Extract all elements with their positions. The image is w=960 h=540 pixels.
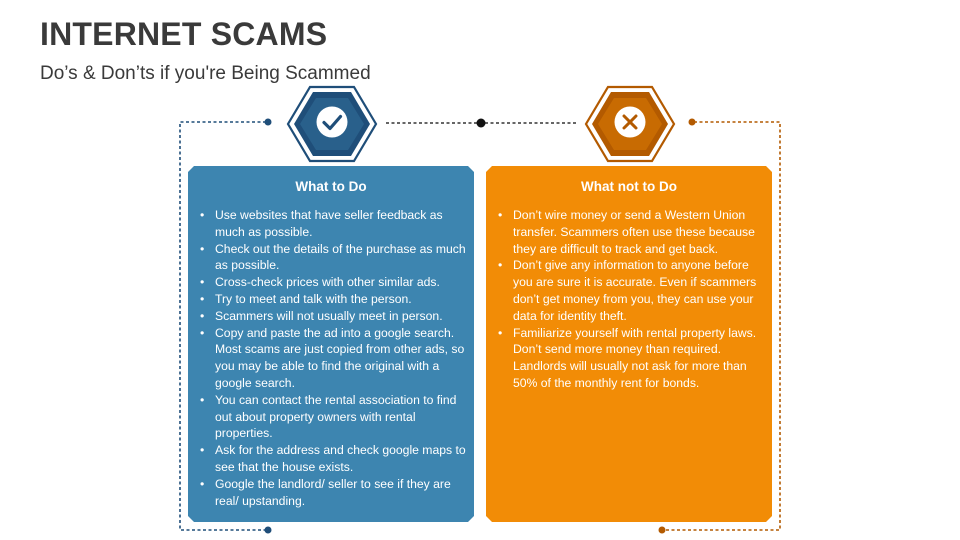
right-bottom-dot bbox=[658, 526, 666, 534]
what-to-do-card: What to Do •Use websites that have selle… bbox=[188, 166, 474, 522]
list-item: •Don’t wire money or send a Western Unio… bbox=[498, 208, 755, 256]
what-not-to-do-heading: What not to Do bbox=[581, 179, 677, 194]
what-not-to-do-list: •Don’t wire money or send a Western Unio… bbox=[486, 207, 772, 392]
list-item: •Cross-check prices with other similar a… bbox=[200, 275, 440, 290]
right-top-dot bbox=[688, 118, 696, 126]
list-item: •Use websites that have seller feedback … bbox=[200, 208, 443, 239]
what-to-do-heading: What to Do bbox=[295, 179, 367, 194]
x-hexagon bbox=[584, 85, 676, 163]
left-top-dot bbox=[264, 118, 272, 126]
list-item: •Copy and paste the ad into a google sea… bbox=[200, 325, 465, 390]
x-icon bbox=[614, 106, 646, 138]
center-dot bbox=[476, 118, 486, 128]
page-title: INTERNET SCAMS bbox=[40, 16, 328, 52]
list-item: •Familiarize yourself with rental proper… bbox=[498, 325, 757, 390]
list-item: •Don’t give any information to anyone be… bbox=[498, 258, 757, 323]
left-bottom-dot bbox=[264, 526, 272, 534]
check-icon bbox=[316, 106, 348, 138]
check-hexagon bbox=[286, 85, 378, 163]
list-item: •You can contact the rental association … bbox=[200, 392, 457, 441]
list-item: •Ask for the address and check google ma… bbox=[200, 443, 466, 474]
what-not-to-do-card: What not to Do •Don’t wire money or send… bbox=[486, 166, 772, 522]
right-connector bbox=[664, 121, 781, 531]
page-subtitle: Do’s & Don’ts if you're Being Scammed bbox=[40, 63, 371, 84]
what-to-do-list: •Use websites that have seller feedback … bbox=[188, 207, 474, 509]
list-item: •Scammers will not usually meet in perso… bbox=[200, 308, 443, 323]
list-item: •Try to meet and talk with the person. bbox=[200, 291, 412, 306]
list-item: •Check out the details of the purchase a… bbox=[200, 241, 466, 273]
list-item: •Google the landlord/ seller to see if t… bbox=[200, 476, 451, 508]
